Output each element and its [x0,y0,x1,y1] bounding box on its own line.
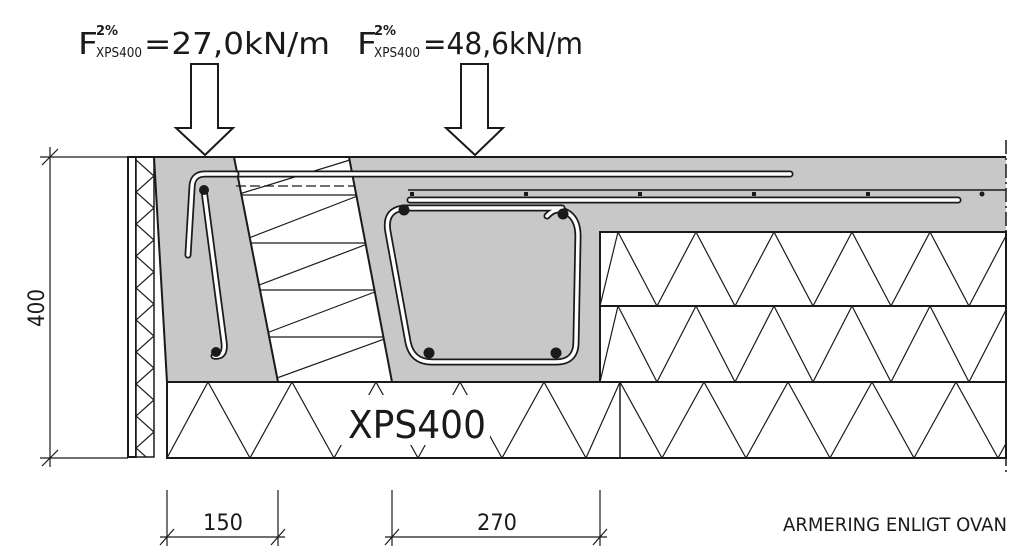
load-1-symbol: F [78,27,98,62]
reinforcement-beam-stirrup [383,204,582,366]
dimension-height [40,147,128,467]
load-arrow-1 [173,63,236,157]
slab-outline [128,156,1006,383]
insulation-bottom: XPS400 [166,381,1007,459]
load-2-symbol: F [357,27,377,62]
load-2-subscript: XPS400 [374,46,420,61]
dimension-left-width [159,490,286,546]
material-label: XPS400 [348,403,486,447]
dimension-beam-width-label: 270 [477,511,517,536]
load-1-superscript: 2% [96,24,118,39]
reinforcement-top-bars [232,170,1006,204]
insulation-right-top [599,231,1007,307]
reinforcement-left-hairpin [184,170,240,360]
load-2-superscript: 2% [374,24,396,39]
insulation-right-mid [599,305,1007,383]
load-1-subscript: XPS400 [96,46,142,61]
load-label-2: F 2% XPS400 =48,6kN/m [357,24,583,62]
load-arrow-2 [443,63,506,157]
dimension-left-width-label: 150 [203,511,243,536]
load-2-value: =48,6kN/m [423,27,583,62]
wall-strip [127,156,155,458]
load-1-value: =27,0kN/m [144,27,330,62]
load-label-1: F 2% XPS400 =27,0kN/m [78,24,330,62]
dimension-beam-width [384,490,608,546]
dimension-height-label: 400 [25,289,50,327]
reinforcement-note: ARMERING ENLIGT OVAN [783,514,1007,536]
